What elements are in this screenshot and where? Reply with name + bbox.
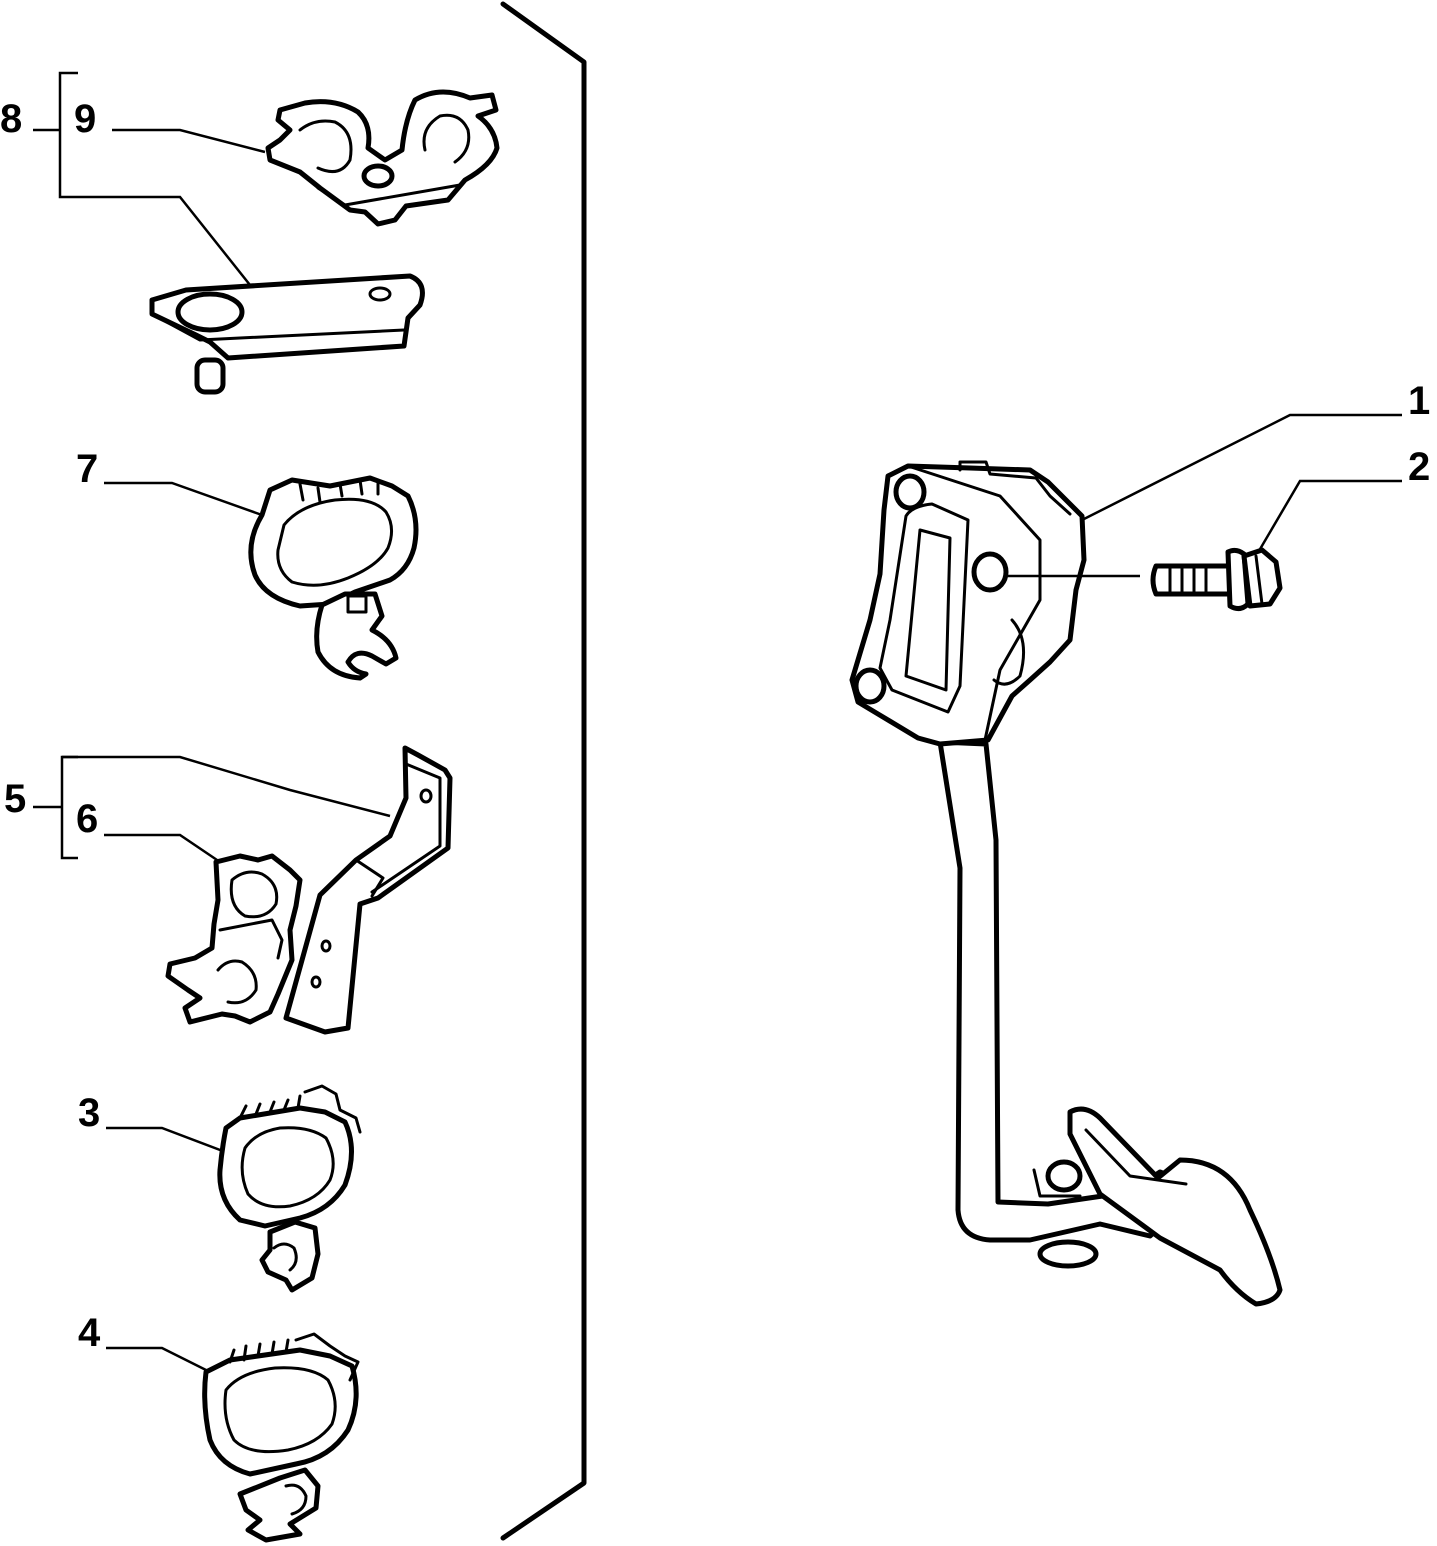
callout-6: 6 xyxy=(76,797,98,841)
angled-bracket xyxy=(283,745,453,1035)
callout-1: 1 xyxy=(1408,379,1430,423)
multi-pipe-clip xyxy=(165,853,303,1025)
callout-3: 3 xyxy=(78,1091,100,1135)
part-5-clip-bracket-assembly xyxy=(33,745,453,1035)
callout-8: 8 xyxy=(0,97,22,141)
pedal-plate xyxy=(1067,1106,1283,1307)
callout-9: 9 xyxy=(74,97,96,141)
callout-5: 5 xyxy=(4,777,26,821)
part-4-clip xyxy=(106,1332,360,1543)
part-8-bracket-assembly xyxy=(33,71,500,395)
part-3-clip xyxy=(106,1084,362,1293)
callout-2: 2 xyxy=(1408,445,1430,489)
double-pipe-clip xyxy=(265,89,500,227)
part-1-accelerator-pedal xyxy=(849,413,1402,1307)
part-7-oval-clip xyxy=(104,475,419,681)
callout-7: 7 xyxy=(76,447,98,491)
separator-line xyxy=(500,1,587,1541)
callout-4: 4 xyxy=(78,1311,101,1355)
bolt-head xyxy=(1241,547,1283,609)
part-2-bolt xyxy=(1150,479,1402,612)
pedal-housing xyxy=(849,463,1087,747)
